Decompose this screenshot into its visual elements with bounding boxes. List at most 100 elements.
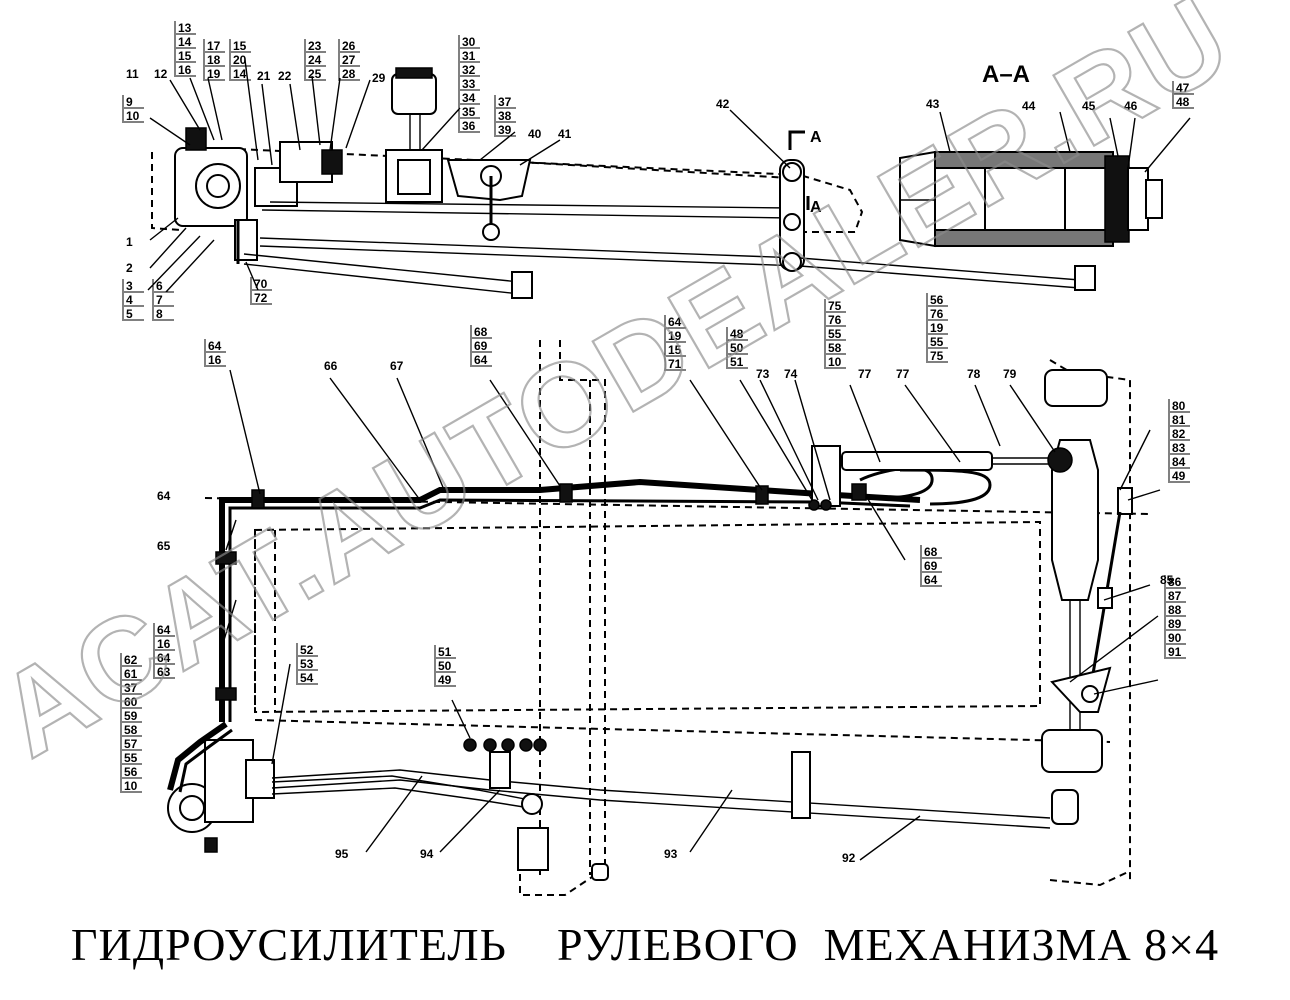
callout-number: 22 xyxy=(278,69,292,83)
callout-number: 13 xyxy=(178,21,192,35)
callout-number: 28 xyxy=(342,67,356,81)
callout-number: 79 xyxy=(1003,367,1017,381)
callout-c13: 40 xyxy=(528,127,542,141)
callout-number: 44 xyxy=(1022,99,1036,113)
callout-number: 52 xyxy=(300,643,314,657)
callout-number: 64 xyxy=(157,489,171,503)
callout-number: 32 xyxy=(462,63,476,77)
diagram-caption: ГИДРОУСИЛИТЕЛЬ РУЛЕВОГО МЕХАНИЗМА 8×4 xyxy=(70,919,1220,970)
callout-number: 84 xyxy=(1172,455,1186,469)
section-a-a-detail xyxy=(899,150,1163,248)
callout-number: 4 xyxy=(126,293,133,307)
callout-number: 7 xyxy=(156,293,163,307)
callout-number: 10 xyxy=(126,109,140,123)
callout-number: 14 xyxy=(178,35,192,49)
callout-c8: 11 xyxy=(126,67,139,81)
callout-number: 43 xyxy=(926,97,940,111)
callout-number: 48 xyxy=(1176,95,1190,109)
line-clamp xyxy=(251,489,265,509)
callout-number: 65 xyxy=(157,539,171,553)
callout-number: 91 xyxy=(1168,645,1182,659)
callout-number: 46 xyxy=(1124,99,1138,113)
section-mark-top: А xyxy=(810,129,822,146)
callout-number: 77 xyxy=(858,367,872,381)
callout-number: 66 xyxy=(324,359,338,373)
callout-number: 72 xyxy=(254,291,268,305)
axle-housing xyxy=(1051,439,1099,601)
callout-number: 34 xyxy=(462,91,476,105)
callout-c52: 94 xyxy=(420,847,434,861)
callout-number: 55 xyxy=(124,751,138,765)
callout-number: 15 xyxy=(668,343,682,357)
tie-rod xyxy=(271,787,531,809)
cylinder-end-cap xyxy=(1104,155,1130,243)
callout-number: 83 xyxy=(1172,441,1186,455)
callout-c54: 92 xyxy=(842,851,856,865)
callout-number: 51 xyxy=(438,645,452,659)
callout-number: 68 xyxy=(924,545,938,559)
callout-number: 69 xyxy=(474,339,488,353)
callout-number: 74 xyxy=(784,367,798,381)
callout-c42: 64 xyxy=(157,489,171,503)
callout-number: 17 xyxy=(207,39,221,53)
callout-number: 75 xyxy=(828,299,842,313)
callout-c18: 345 xyxy=(122,279,144,321)
callout-c16: 1 xyxy=(126,235,133,249)
callout-c9: 12 xyxy=(154,67,168,81)
callout-number: 64 xyxy=(924,573,938,587)
callout-number: 18 xyxy=(207,53,221,67)
section-mark-bottom: А xyxy=(810,199,822,216)
callout-number: 63 xyxy=(157,665,171,679)
callout-c14: 41 xyxy=(558,127,572,141)
callout-c28: 66 xyxy=(324,359,338,373)
callout-number: 64 xyxy=(208,339,222,353)
callout-number: 33 xyxy=(462,77,476,91)
callout-number: 30 xyxy=(462,35,476,49)
callout-number: 45 xyxy=(1082,99,1096,113)
callout-c45: 85 xyxy=(1160,573,1174,587)
callout-number: 88 xyxy=(1168,603,1182,617)
callout-number: 77 xyxy=(896,367,910,381)
callout-number: 37 xyxy=(124,681,138,695)
callout-number: 19 xyxy=(930,321,944,335)
callout-number: 50 xyxy=(730,341,744,355)
callout-c37: 77 xyxy=(896,367,910,381)
callout-number: 10 xyxy=(828,355,842,369)
callout-number: 62 xyxy=(124,653,138,667)
callout-c22: 43 xyxy=(926,97,940,111)
callout-c51: 95 xyxy=(335,847,349,861)
callout-number: 82 xyxy=(1172,427,1186,441)
callout-c10: 21 xyxy=(257,69,271,83)
lower-chassis-assembly xyxy=(147,59,1191,896)
callout-number: 49 xyxy=(438,673,452,687)
callout-number: 6 xyxy=(156,279,163,293)
callout-number: 12 xyxy=(154,67,168,81)
callout-number: 58 xyxy=(124,723,138,737)
callout-number: 64 xyxy=(474,353,488,367)
callout-number: 73 xyxy=(756,367,770,381)
callout-c19: 678 xyxy=(152,279,174,321)
callout-c15: 910 xyxy=(122,95,144,123)
callout-number: 55 xyxy=(828,327,842,341)
callout-c40: 79 xyxy=(1003,367,1017,381)
callout-number: 24 xyxy=(308,53,322,67)
callout-number: 64 xyxy=(157,651,171,665)
callout-number: 64 xyxy=(668,315,682,329)
callout-number: 9 xyxy=(126,95,133,109)
oil-reservoir xyxy=(391,73,437,115)
callout-number: 56 xyxy=(124,765,138,779)
callout-number: 36 xyxy=(462,119,476,133)
callout-number: 41 xyxy=(558,127,572,141)
callout-c25: 46 xyxy=(1124,99,1138,113)
callout-number: 27 xyxy=(342,53,356,67)
